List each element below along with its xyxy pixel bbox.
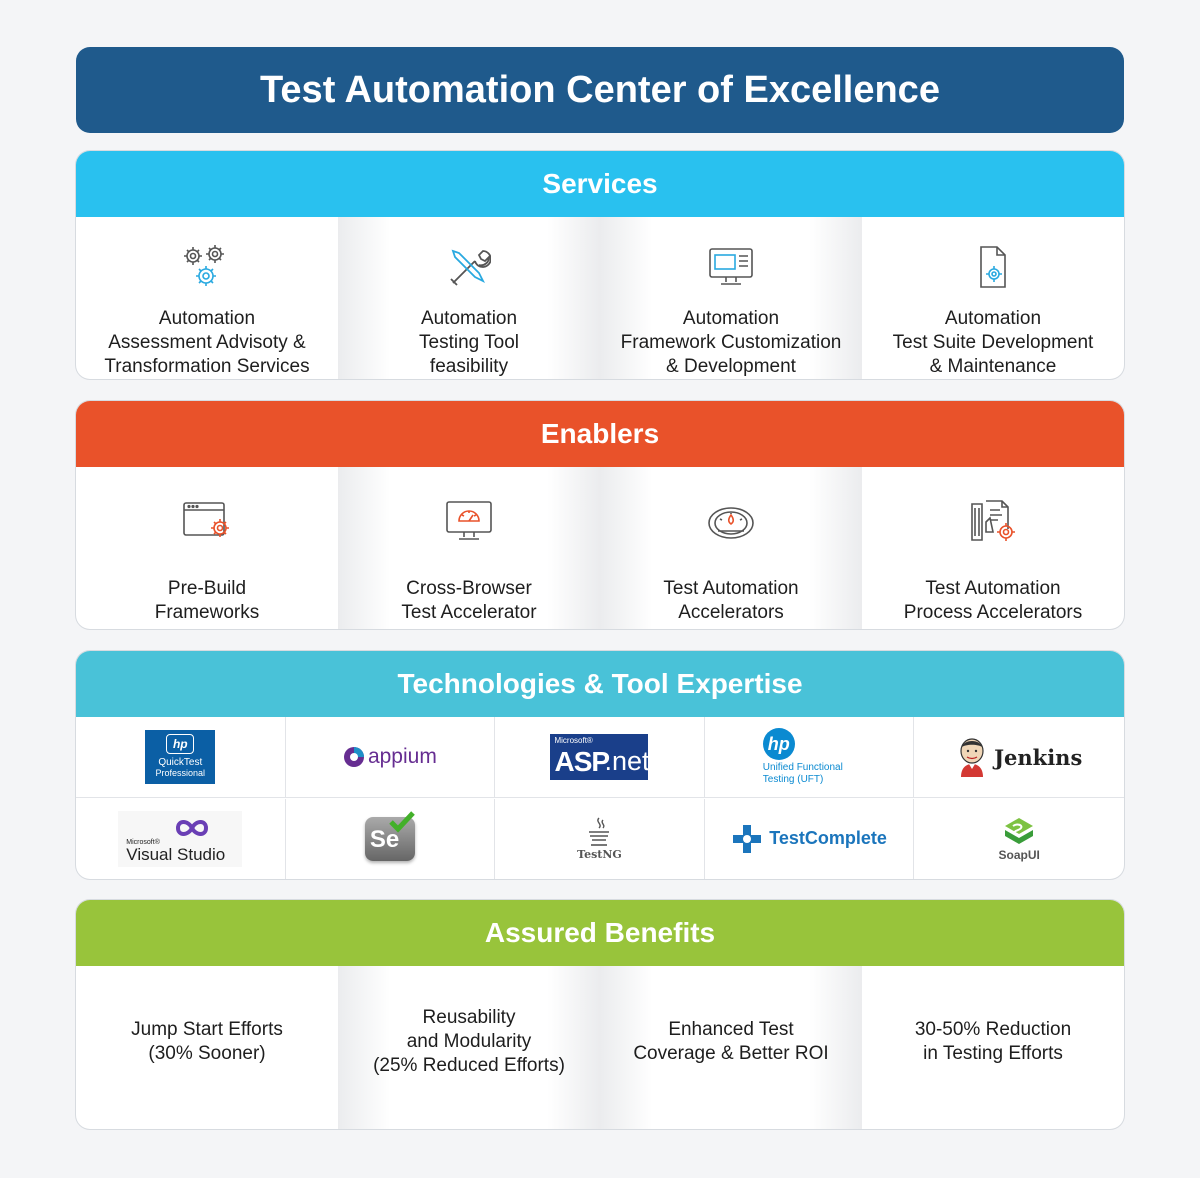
service-label: Automation Testing Tool feasibility <box>419 308 519 377</box>
tech-heading: Technologies & Tool Expertise <box>76 651 1124 717</box>
aspnet-logo: Microsoft® ASP .net <box>495 717 705 798</box>
soapui-logo: SoapUI <box>914 799 1124 879</box>
service-feasibility: Automation Testing Tool feasibility <box>338 217 600 379</box>
enabler-accelerators: Test Automation Accelerators <box>600 467 862 629</box>
enabler-label: Pre-Build Frameworks <box>154 578 260 623</box>
testcomplete-logo: TestComplete <box>705 798 915 879</box>
visual-studio-icon <box>176 819 209 836</box>
appium-icon <box>343 747 364 767</box>
tools-icon <box>441 239 497 295</box>
benefit-coverage: Enhanced Test Coverage & Better ROI <box>600 966 862 1129</box>
quicktest-logo: hp QuickTest Professional <box>76 717 286 798</box>
enablers-heading: Enablers <box>76 401 1124 467</box>
service-framework: Automation Framework Customization & Dev… <box>600 217 862 379</box>
browser-gear-icon <box>179 493 235 549</box>
gears-icon <box>179 239 235 295</box>
uft-logo: hp Unified Functional Testing (UFT) <box>704 717 915 798</box>
enabler-label: Test Automation Accelerators <box>663 578 799 623</box>
service-label: Automation Test Suite Development & Main… <box>892 308 1094 377</box>
services-panel: Services Automation Assessment Advisoty … <box>76 151 1124 379</box>
enabler-process: Test Automation Process Accelerators <box>862 467 1124 629</box>
enabler-cross-browser: Cross-Browser Test Accelerator <box>338 467 600 629</box>
services-heading: Services <box>76 151 1124 217</box>
service-assessment: Automation Assessment Advisoty & Transfo… <box>76 217 338 379</box>
java-cup-icon <box>589 817 610 846</box>
speedometer-icon <box>703 493 759 549</box>
monitor-gauge-icon <box>441 493 497 549</box>
enablers-panel: Enablers Pre-Build Frameworks <box>76 401 1124 629</box>
service-label: Automation Assessment Advisoty & Transfo… <box>104 308 310 377</box>
selenium-logo: Se <box>286 798 496 879</box>
service-label: Automation Framework Customization & Dev… <box>620 308 842 377</box>
enabler-label: Cross-Browser Test Accelerator <box>401 578 537 623</box>
selenium-check-icon <box>389 810 415 833</box>
visual-studio-logo: Microsoft® Visual Studio <box>76 798 286 879</box>
soapui-icon <box>1005 817 1034 844</box>
testng-logo: TestNG <box>495 798 705 879</box>
jenkins-icon <box>960 738 984 777</box>
benefit-reusability: Reusability and Modularity (25% Reduced … <box>338 966 600 1129</box>
enabler-prebuild: Pre-Build Frameworks <box>76 467 338 629</box>
benefit-reduction: 30-50% Reduction in Testing Efforts <box>914 1018 1072 1064</box>
jenkins-logo: Jenkins <box>914 717 1124 798</box>
tech-panel: Technologies & Tool Expertise hp QuickTe… <box>76 651 1124 879</box>
benefits-heading: Assured Benefits <box>76 900 1124 966</box>
page-title: Test Automation Center of Excellence <box>76 47 1124 133</box>
service-test-suite: Automation Test Suite Development & Main… <box>862 217 1124 379</box>
benefit-jump-start: Jump Start Efforts (30% Sooner) <box>131 1018 283 1064</box>
monitor-icon <box>703 239 759 295</box>
testcomplete-icon <box>733 824 762 853</box>
benefits-panel: Assured Benefits Jump Start Efforts (30%… <box>76 900 1124 1129</box>
process-docs-icon <box>965 493 1021 549</box>
enabler-label: Test Automation Process Accelerators <box>903 578 1083 623</box>
document-gear-icon <box>965 239 1021 295</box>
appium-logo: appium <box>285 717 496 798</box>
